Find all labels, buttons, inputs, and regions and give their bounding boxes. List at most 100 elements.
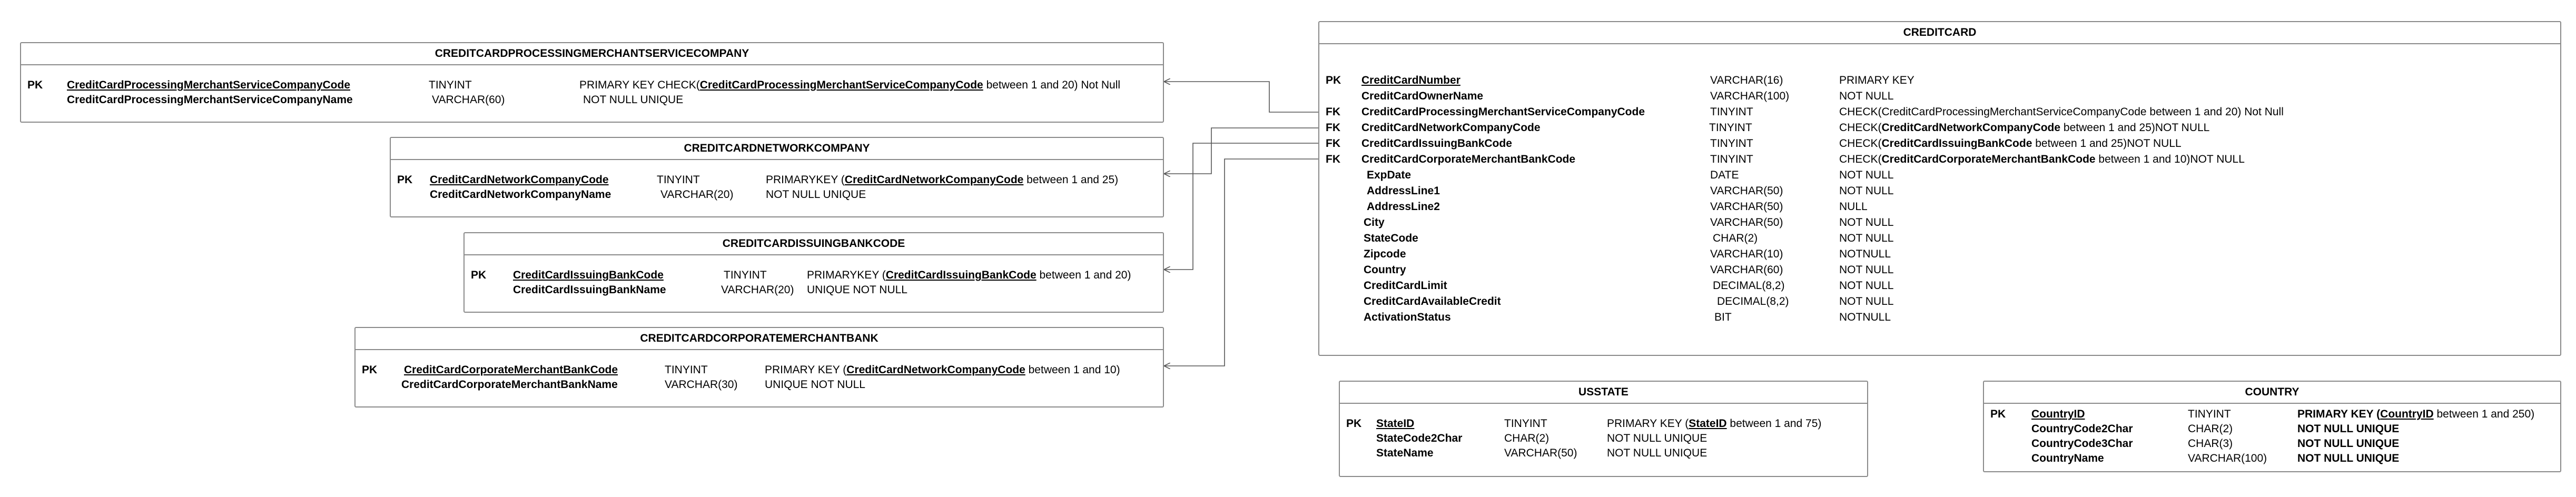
field-name: CountryID <box>2031 408 2085 420</box>
key-label: PK <box>1326 74 1341 86</box>
field-type: VARCHAR(20) <box>660 188 734 201</box>
key-label: FK <box>1326 122 1340 134</box>
field-type: TINYINT <box>1504 418 1547 430</box>
field-constraint: NOT NULL <box>1839 264 1894 276</box>
field-type: DATE <box>1710 169 1739 181</box>
field-type: CHAR(2) <box>1713 232 1758 244</box>
field-type: VARCHAR(20) <box>721 284 794 296</box>
field-constraint: NOT NULL UNIQUE <box>2297 452 2400 464</box>
field-constraint: NOT NULL <box>1839 185 1894 197</box>
field-name: CreditCardProcessingMerchantServiceCompa… <box>1361 106 1645 118</box>
entity-title: CREDITCARDCORPORATEMERCHANTBANK <box>356 328 1163 350</box>
field-name: CountryCode2Char <box>2031 423 2133 435</box>
field-constraint: PRIMARY KEY CHECK(CreditCardProcessingMe… <box>579 79 1121 91</box>
entity-title: CREDITCARD <box>1319 22 2560 44</box>
field-constraint: NOT NULL UNIQUE <box>1607 447 1708 459</box>
field-type: VARCHAR(50) <box>1710 185 1783 197</box>
key-label: PK <box>1990 408 2006 420</box>
field-constraint: CHECK(CreditCardIssuingBankCode between … <box>1839 137 2182 150</box>
field-name: ActivationStatus <box>1364 311 1451 323</box>
fk-line-processing-merchant <box>1164 82 1318 113</box>
field-name: CreditCardCorporateMerchantBankCode <box>1361 153 1576 165</box>
field-name: StateCode <box>1364 232 1418 244</box>
field-constraint: CHECK(CreditCardProcessingMerchantServic… <box>1839 106 2284 118</box>
field-type: VARCHAR(30) <box>665 379 738 391</box>
field-name: AddressLine1 <box>1367 185 1440 197</box>
field-constraint: NOT NULL <box>1839 280 1894 292</box>
field-constraint: NOTNULL <box>1839 311 1891 323</box>
field-name: Zipcode <box>1364 248 1406 260</box>
field-type: VARCHAR(100) <box>1710 90 1790 102</box>
key-label: PK <box>27 79 43 91</box>
field-name: StateID <box>1376 418 1415 430</box>
field-constraint: NOT NULL <box>1839 216 1894 228</box>
field-name: ExpDate <box>1367 169 1412 181</box>
field-type: TINYINT <box>2188 408 2231 420</box>
field-constraint: NOTNULL <box>1839 248 1891 260</box>
key-label: PK <box>471 269 487 281</box>
field-type: VARCHAR(100) <box>2188 452 2267 464</box>
field-constraint: NOT NULL UNIQUE <box>1607 432 1708 444</box>
field-constraint: PRIMARY KEY <box>1839 74 1914 86</box>
field-name: CreditCardIssuingBankName <box>513 284 666 296</box>
field-constraint: NOT NULL <box>1839 169 1894 181</box>
field-type: VARCHAR(60) <box>1710 264 1783 276</box>
field-name: City <box>1364 216 1385 228</box>
field-type: TINYINT <box>657 174 700 186</box>
entity-title: COUNTRY <box>1984 382 2560 404</box>
field-type: VARCHAR(50) <box>1710 201 1783 213</box>
entity-country[interactable]: COUNTRY PK CountryID TINYINT PRIMARY KEY… <box>1983 381 2561 472</box>
entity-title: USSTATE <box>1340 382 1867 404</box>
fk-line-network-company <box>1164 127 1318 174</box>
fk-line-issuing-bank <box>1164 143 1318 270</box>
field-constraint: NOT NULL <box>1839 232 1894 244</box>
field-name: CreditCardNetworkCompanyCode <box>430 174 609 186</box>
field-name: CreditCardCorporateMerchantBankName <box>401 379 618 391</box>
field-type: TINYINT <box>1710 106 1753 118</box>
field-type: VARCHAR(16) <box>1710 74 1783 86</box>
field-constraint: PRIMARY KEY (CountryID between 1 and 250… <box>2297 408 2535 420</box>
entity-title: CREDITCARDPROCESSINGMERCHANTSERVICECOMPA… <box>21 43 1163 65</box>
entity-credit-card-processing-merchant-service-company[interactable]: CREDITCARDPROCESSINGMERCHANTSERVICECOMPA… <box>20 42 1164 123</box>
field-name: CountryCode3Char <box>2031 438 2133 450</box>
field-constraint: NOT NULL UNIQUE <box>2297 438 2400 450</box>
fk-line-corporate-merchant <box>1164 158 1318 366</box>
field-name: CountryName <box>2031 452 2104 464</box>
entity-us-state[interactable]: USSTATE PK StateID TINYINT PRIMARY KEY (… <box>1339 381 1868 477</box>
field-constraint: NOT NULL <box>1839 90 1894 102</box>
field-constraint: NOT NULL UNIQUE <box>583 94 684 106</box>
entity-credit-card-network-company[interactable]: CREDITCARDNETWORKCOMPANY PK CreditCardNe… <box>390 137 1164 217</box>
field-constraint: NOT NULL UNIQUE <box>766 188 866 201</box>
field-type: VARCHAR(10) <box>1710 248 1783 260</box>
field-type: VARCHAR(50) <box>1504 447 1577 459</box>
field-constraint: PRIMARYKEY (CreditCardIssuingBankCode be… <box>807 269 1131 281</box>
field-constraint: PRIMARYKEY (CreditCardNetworkCompanyCode… <box>766 174 1119 186</box>
entity-credit-card[interactable]: CREDITCARD PK CreditCardNumber VARCHAR(16)… <box>1318 21 2561 356</box>
field-name: CreditCardNetworkCompanyCode <box>1361 122 1541 134</box>
field-type: VARCHAR(50) <box>1710 216 1783 228</box>
field-type: VARCHAR(60) <box>432 94 505 106</box>
field-name: Country <box>1364 264 1406 276</box>
field-name: CreditCardNetworkCompanyName <box>430 188 611 201</box>
field-type: CHAR(2) <box>2188 423 2233 435</box>
field-constraint: PRIMARY KEY (CreditCardNetworkCompanyCod… <box>765 364 1120 376</box>
field-type: TINYINT <box>724 269 767 281</box>
field-type: DECIMAL(8,2) <box>1713 280 1785 292</box>
entity-credit-card-issuing-bank-code[interactable]: CREDITCARDISSUINGBANKCODE PK CreditCardI… <box>463 232 1164 313</box>
key-label: FK <box>1326 106 1340 118</box>
key-label: PK <box>397 174 413 186</box>
field-name: AddressLine2 <box>1367 201 1440 213</box>
field-name: CreditCardProcessingMerchantServiceCompa… <box>67 79 350 91</box>
field-type: TINYINT <box>1709 122 1752 134</box>
field-type: DECIMAL(8,2) <box>1717 295 1789 307</box>
key-label: FK <box>1326 153 1340 165</box>
field-type: TINYINT <box>1710 137 1753 150</box>
field-name: CreditCardProcessingMerchantServiceCompa… <box>67 94 353 106</box>
field-constraint: UNIQUE NOT NULL <box>807 284 907 296</box>
field-name: CreditCardLimit <box>1364 280 1447 292</box>
entity-credit-card-corporate-merchant-bank[interactable]: CREDITCARDCORPORATEMERCHANTBANK PK Credi… <box>354 327 1164 407</box>
field-constraint: PRIMARY KEY (StateID between 1 and 75) <box>1607 418 1822 430</box>
field-name: CreditCardNumber <box>1361 74 1460 86</box>
field-type: TINYINT <box>665 364 708 376</box>
